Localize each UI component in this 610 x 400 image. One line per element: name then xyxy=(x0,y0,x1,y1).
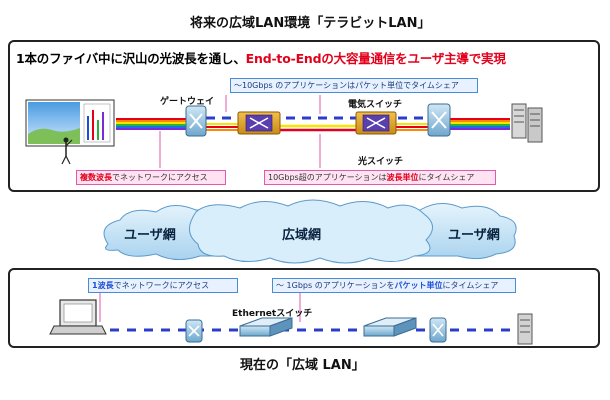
headline-part1: 1本のファイバ中に沢山の光波長を通し、 xyxy=(16,51,246,66)
current-router-right-icon xyxy=(429,317,447,343)
packet-unit-emphasis: パケット単位 xyxy=(394,281,443,290)
user-network-left-label: ユーザ網 xyxy=(124,228,176,243)
future-headline: 1本のファイバ中に沢山の光波長を通し、End-to-Endの大容量通信をユーザ主… xyxy=(16,48,506,67)
single-wavelength-rest: でネットワークにアクセス xyxy=(113,281,210,290)
laptop-icon xyxy=(49,299,107,335)
wavelength-timeshare-note: 10Gbps超のアプリケーションは波長単位にタイムシェア xyxy=(264,170,496,185)
current-server-icon xyxy=(517,313,533,345)
wavelength-timeshare-emphasis: 波長単位 xyxy=(386,173,419,182)
single-wavelength-emphasis: 1波長 xyxy=(92,281,114,290)
multi-wavelength-rest: でネットワークにアクセス xyxy=(112,173,208,182)
gateway-router-icon xyxy=(185,105,207,137)
wavelength-timeshare-prefix: 10Gbps超のアプリケーションは xyxy=(268,173,387,182)
future-title: 将来の広域LAN環境「テラビットLAN」 xyxy=(190,16,431,31)
gateway-label: ゲートウェイ xyxy=(160,97,215,107)
wide-area-network-label: 広域網 xyxy=(282,228,322,243)
packet-unit-prefix: ～ 1Gbps のアプリケーションを xyxy=(276,281,395,290)
server-rack-icon xyxy=(511,103,543,143)
gateway-router-right-icon xyxy=(427,103,451,137)
packet-timeshare-note: ～10Gbps のアプリケーションはパケット単位でタイムシェア xyxy=(230,78,478,93)
rainbow-fiber-right xyxy=(450,118,510,130)
packet-unit-rest: にタイムシェア xyxy=(442,281,499,290)
annotation-connectors xyxy=(99,95,321,322)
current-title: 現在の「広域 LAN」 xyxy=(240,358,365,373)
multi-wavelength-emphasis: 複数波長 xyxy=(80,173,112,182)
single-wavelength-note: 1波長でネットワークにアクセス xyxy=(88,278,238,293)
ethernet-switch-right-icon xyxy=(363,317,417,337)
client-monitor-icon xyxy=(25,99,115,165)
optical-switch-left-icon xyxy=(237,111,281,135)
optical-switch-label: 光スイッチ xyxy=(358,157,404,167)
headline-part2: End-to-Endの大容量通信をユーザ主導で実現 xyxy=(245,51,506,66)
current-router-left-icon xyxy=(185,319,203,343)
wavelength-timeshare-rest: にタイムシェア xyxy=(418,173,475,182)
optical-switch-right-icon xyxy=(355,111,397,135)
network-cloud-band xyxy=(103,199,517,264)
packet-unit-timeshare-note: ～ 1Gbps のアプリケーションをパケット単位にタイムシェア xyxy=(272,278,516,293)
user-network-right-label: ユーザ網 xyxy=(448,228,500,243)
ethernet-switch-icon xyxy=(239,317,293,337)
rainbow-fiber-left xyxy=(116,118,186,130)
electrical-switch-label: 電気スイッチ xyxy=(348,100,403,110)
ethernet-switch-label: Ethernetスイッチ xyxy=(232,309,313,319)
multi-wavelength-note: 複数波長でネットワークにアクセス xyxy=(76,170,226,185)
